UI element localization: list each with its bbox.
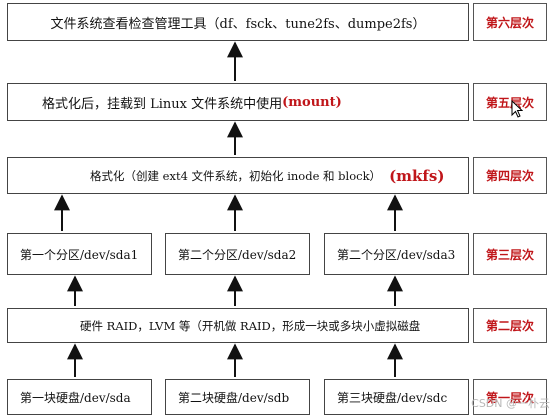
disk-label-3: 第三块硬盘/dev/sdc: [337, 390, 448, 405]
layer6-text: 文件系统查看检查管理工具（df、fsck、tune2fs、dumpe2fs）: [50, 16, 426, 32]
mouse-cursor-icon: [511, 100, 523, 118]
disk-label-2: 第二块硬盘/dev/sdb: [178, 390, 290, 405]
layer5-mount-box: 格式化后，挂载到 Linux 文件系统中使用 (mount): [7, 83, 469, 121]
layer4-badge: 第四层次: [473, 157, 547, 194]
layer4-highlight: (mkfs): [389, 166, 445, 185]
disk-box-2: 第二块硬盘/dev/sdb: [165, 379, 310, 415]
disk-box-3: 第三块硬盘/dev/sdc: [324, 379, 469, 415]
layer2-badge: 第二层次: [473, 308, 547, 343]
layer1-badge: 第一层次: [473, 379, 547, 415]
partition-box-1: 第一个分区/dev/sda1: [7, 233, 152, 275]
watermark: CSDN @一朴云: [471, 397, 550, 410]
layer4-mkfs-box: 格式化（创建 ext4 文件系统，初始化 inode 和 block） (mkf…: [7, 157, 469, 194]
disk-label-1: 第一块硬盘/dev/sda: [20, 390, 131, 405]
layer5-badge: 第五层次: [473, 83, 547, 121]
layer6-tools-box: 文件系统查看检查管理工具（df、fsck、tune2fs、dumpe2fs）: [7, 3, 469, 41]
partition-label-3: 第二个分区/dev/sda3: [337, 247, 456, 262]
layer4-text: 格式化（创建 ext4 文件系统，初始化 inode 和 block）: [90, 168, 382, 183]
layer5-highlight: (mount): [282, 94, 342, 110]
layer3-badge: 第三层次: [473, 233, 547, 275]
partition-label-1: 第一个分区/dev/sda1: [20, 247, 139, 262]
partition-box-3: 第二个分区/dev/sda3: [324, 233, 469, 275]
disk-box-1: 第一块硬盘/dev/sda: [7, 379, 152, 415]
layer6-badge: 第六层次: [473, 3, 547, 41]
layer2-text: 硬件 RAID，LVM 等（开机做 RAID，形成一块或多块小虚拟磁盘: [80, 318, 421, 333]
layer2-raid-box: 硬件 RAID，LVM 等（开机做 RAID，形成一块或多块小虚拟磁盘: [7, 308, 469, 343]
partition-label-2: 第二个分区/dev/sda2: [178, 247, 297, 262]
partition-box-2: 第二个分区/dev/sda2: [165, 233, 310, 275]
layer5-text: 格式化后，挂载到 Linux 文件系统中使用: [42, 96, 283, 112]
